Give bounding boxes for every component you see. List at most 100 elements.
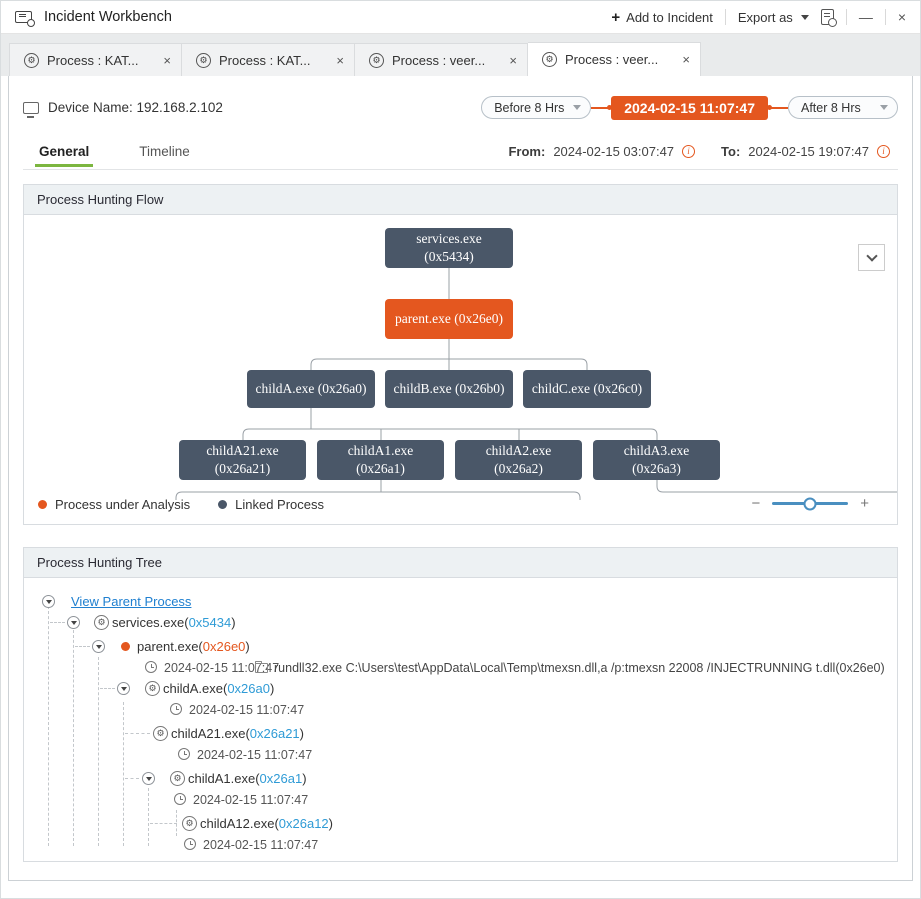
tree-panel-header: Process Hunting Tree (24, 548, 897, 578)
after-hours-dropdown[interactable]: After 8 Hrs (788, 96, 898, 119)
flow-connectors (175, 268, 897, 500)
legend-label: Process under Analysis (55, 497, 191, 512)
process-pid: 0x26a21 (249, 726, 300, 741)
process-node-label[interactable]: childA.exe(0x26a0) (163, 681, 275, 696)
flow-node-childA3[interactable]: childA3.exe(0x26a3) (593, 440, 720, 480)
process-gear-icon: ⚙ (542, 52, 557, 67)
clock-icon (184, 838, 196, 850)
tree-toggle-collapse[interactable] (92, 640, 105, 653)
process-tab-strip: ⚙Process : KAT...×⚙Process : KAT...×⚙Pro… (1, 34, 920, 76)
process-tab-label: Process : KAT... (47, 52, 139, 68)
to-label: To: (721, 143, 741, 159)
tab-timeline[interactable]: Timeline (139, 143, 190, 159)
close-button[interactable]: × (897, 9, 906, 25)
tab-close-icon[interactable]: × (682, 52, 690, 67)
legend-dot-icon (38, 500, 47, 509)
flow-node-parent[interactable]: parent.exe (0x26e0) (385, 299, 513, 339)
process-tab-4[interactable]: ⚙ Process : veer... × (528, 42, 701, 76)
tree-row-6: 2024-02-15 11:07:47 (24, 699, 897, 720)
tree-connector (150, 823, 177, 824)
process-node-label[interactable]: childA12.exe(0x26a12) (200, 816, 334, 831)
tree-row-7: ⚙childA21.exe(0x26a21) (24, 723, 897, 744)
process-node-label[interactable]: parent.exe(0x26e0) (137, 639, 250, 654)
tree-toggle-collapse[interactable] (42, 595, 55, 608)
tree-guide (48, 606, 49, 846)
zoom-in-button[interactable]: + (860, 495, 869, 512)
tree-connector (50, 622, 65, 623)
event-timestamp: 2024-02-15 11:07:47 (189, 703, 305, 717)
tree-toggle-collapse[interactable] (117, 682, 130, 695)
tree-body: View Parent Process⚙services.exe(0x5434)… (24, 578, 897, 861)
tab-close-icon[interactable]: × (163, 52, 171, 68)
process-tab-label: Process : veer... (392, 52, 486, 68)
chevron-down-icon (880, 105, 888, 110)
process-tab-3[interactable]: ⚙Process : veer...× (355, 43, 528, 76)
export-as-button[interactable]: Export as (738, 10, 809, 25)
flow-node-services[interactable]: services.exe(0x5434) (385, 228, 513, 268)
process-tab-label: Process : KAT... (219, 52, 311, 68)
zoom-out-button[interactable]: − (751, 495, 761, 512)
tree-row-10: 2024-02-15 11:07:47 (24, 789, 897, 810)
event-timestamp: 2024-02-15 11:07:47 (203, 838, 319, 852)
event-timestamp: 2024-02-15 11:07:47 (193, 793, 309, 807)
from-info-icon[interactable]: i (682, 144, 696, 158)
chevron-down-icon (800, 14, 809, 20)
tab-close-icon[interactable]: × (509, 52, 517, 68)
clock-icon (145, 661, 157, 673)
flow-panel-header: Process Hunting Flow (24, 185, 897, 215)
tree-toggle-collapse[interactable] (142, 772, 155, 785)
before-hours-dropdown[interactable]: Before 8 Hrs (481, 96, 592, 119)
process-pid: 0x26a0 (227, 681, 270, 696)
flow-node-childA2[interactable]: childA2.exe(0x26a2) (455, 440, 582, 480)
tree-guide (73, 630, 74, 846)
flow-node-childA[interactable]: childA.exe (0x26a0) (247, 370, 375, 408)
process-node-label[interactable]: childA1.exe(0x26a1) (188, 771, 307, 786)
zoom-slider[interactable] (772, 497, 849, 510)
add-to-incident-button[interactable]: + Add to Incident (611, 9, 713, 26)
pivot-connector-left (591, 105, 613, 110)
view-tabs-row: General Timeline From: 2024-02-15 03:07:… (23, 133, 898, 170)
flow-node-childA1[interactable]: childA1.exe(0x26a1) (317, 440, 444, 480)
from-label: From: (508, 143, 546, 159)
tab-close-icon[interactable]: × (336, 52, 344, 68)
legend-item-1: Process under Analysis (38, 497, 190, 512)
flow-expand-button[interactable] (858, 244, 885, 271)
folder-icon (255, 661, 268, 673)
process-hunting-flow-panel: Process Hunting Flow Process under Analy… (23, 184, 898, 525)
process-node-label[interactable]: childA21.exe(0x26a21) (171, 726, 305, 741)
process-gear-icon: ⚙ (182, 816, 197, 831)
tree-row-1: View Parent Process (24, 591, 897, 612)
tree-connector (125, 733, 150, 734)
process-pid: 0x26a12 (278, 816, 329, 831)
workbench-card: Device Name: 192.168.2.102 Before 8 Hrs … (8, 76, 913, 881)
device-row: Device Name: 192.168.2.102 Before 8 Hrs … (23, 76, 898, 133)
tree-row-9: ⚙childA1.exe(0x26a1) (24, 768, 897, 789)
process-command-line: rundll32.exe C:\Users\test\AppData\Local… (274, 661, 885, 675)
add-to-incident-label: Add to Incident (626, 9, 713, 25)
to-info-icon[interactable]: i (877, 144, 890, 158)
process-tab-1[interactable]: ⚙Process : KAT...× (9, 43, 182, 76)
flow-zoom-control: − + (751, 495, 869, 512)
from-value: 2024-02-15 03:07:47 (553, 143, 675, 159)
process-tab-2[interactable]: ⚙Process : KAT...× (182, 43, 355, 76)
process-gear-icon: ⚙ (145, 681, 160, 696)
flow-node-childB[interactable]: childB.exe (0x26b0) (385, 370, 513, 408)
flow-node-childA21[interactable]: childA21.exe(0x26a21) (179, 440, 306, 480)
tree-guide (123, 702, 124, 846)
process-gear-icon: ⚙ (94, 615, 109, 630)
process-node-label[interactable]: services.exe(0x5434) (112, 615, 236, 630)
to-value: 2024-02-15 19:07:47 (748, 143, 869, 159)
process-tab-label: Process : veer... (565, 52, 659, 67)
minimize-button[interactable]: — (858, 9, 873, 25)
flow-node-childC[interactable]: childC.exe (0x26c0) (523, 370, 651, 408)
workbench-monitor-search-icon (15, 11, 35, 27)
time-range-info: From: 2024-02-15 03:07:47 i To: 2024-02-… (508, 144, 890, 159)
zoom-slider-handle[interactable] (803, 497, 817, 510)
pivot-time-button[interactable]: 2024-02-15 11:07:47 (611, 95, 768, 120)
report-history-icon[interactable] (820, 9, 837, 27)
view-parent-process-link[interactable]: View Parent Process (71, 594, 192, 609)
tab-general[interactable]: General (34, 136, 94, 167)
tree-toggle-collapse[interactable] (67, 616, 80, 629)
